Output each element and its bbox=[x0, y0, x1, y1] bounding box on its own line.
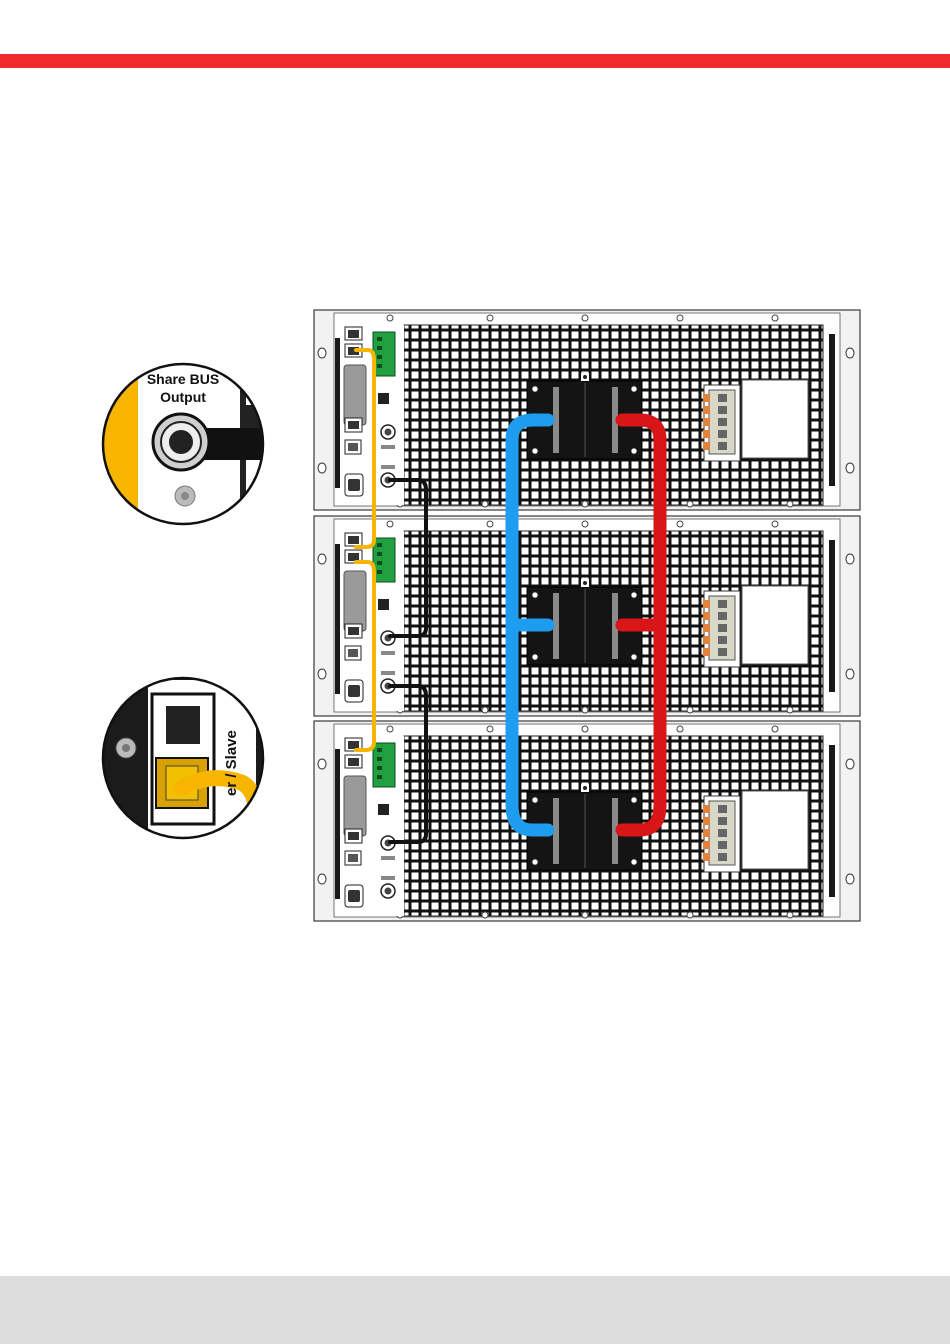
zoom-label-line1: Share BUS bbox=[147, 371, 219, 387]
zoom-share-bus-output: Share BUS Output bbox=[100, 360, 270, 530]
footer-bar bbox=[0, 1276, 950, 1344]
zoom-master-slave-port: er / Slave bbox=[100, 675, 270, 845]
zoom-label-master-slave: er / Slave bbox=[223, 730, 240, 796]
power-unit-3 bbox=[314, 721, 860, 921]
zoom-label-line2: Output bbox=[160, 389, 206, 405]
